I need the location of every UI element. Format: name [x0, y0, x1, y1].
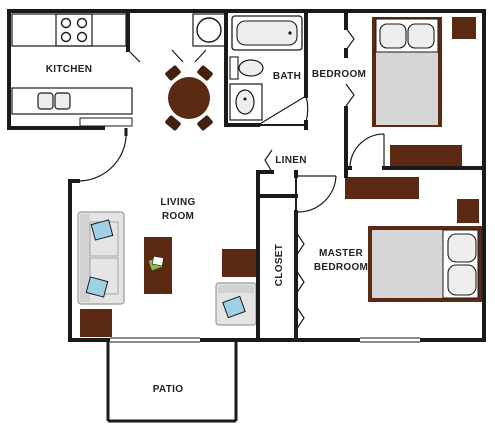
nightstand-icon — [452, 17, 476, 39]
dresser-icon — [345, 177, 419, 199]
doors — [77, 27, 385, 331]
bed-icon — [368, 226, 482, 302]
dishwasher — [79, 117, 133, 127]
room-label-master-line-2: BEDROOM — [314, 262, 368, 273]
bathroom-sink-icon — [229, 83, 263, 121]
sink-icon — [37, 92, 71, 110]
room-label-bath: BATH — [273, 71, 301, 82]
armchair-icon — [215, 282, 257, 326]
end-table-icon — [80, 309, 112, 337]
room-label-living-line-1: LIVING — [160, 197, 195, 208]
end-table-icon — [222, 249, 256, 277]
bathtub-icon — [231, 15, 303, 51]
stove-icon — [55, 13, 93, 47]
washer-icon — [192, 13, 226, 47]
inner-thin-walls — [258, 124, 306, 212]
dresser-icon — [390, 145, 462, 167]
room-label-patio: PATIO — [153, 384, 184, 395]
window — [360, 337, 420, 343]
dining-table-icon — [165, 65, 213, 131]
room-label-bedroom: BEDROOM — [312, 69, 366, 80]
nightstand-icon — [457, 199, 479, 223]
coffee-table-icon — [144, 237, 172, 294]
room-label-master-line-1: MASTER — [319, 248, 363, 259]
bed-icon — [372, 17, 442, 127]
room-label-kitchen: KITCHEN — [46, 64, 93, 75]
patio — [106, 337, 238, 423]
toilet-icon — [229, 56, 264, 80]
kitchen-counter-bottom — [11, 87, 133, 115]
room-label-closet: CLOSET — [274, 244, 285, 286]
sofa-icon — [77, 211, 125, 305]
room-label-living-line-2: ROOM — [162, 211, 194, 222]
room-label-linen: LINEN — [275, 155, 307, 166]
